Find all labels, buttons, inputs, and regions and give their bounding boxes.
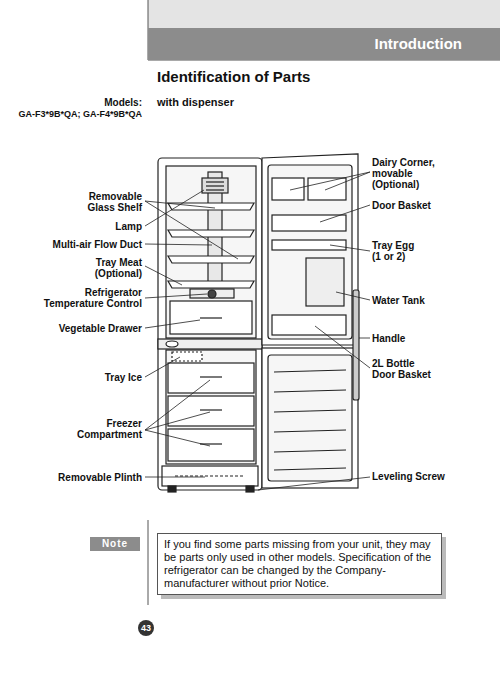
part-label: Removable Glass Shelf: [67, 191, 142, 213]
door-basket: [272, 215, 346, 231]
freezer-door: [262, 348, 358, 488]
door-rib: [274, 370, 346, 372]
leader-line: [145, 430, 210, 446]
part-label: Removable Plinth: [22, 472, 142, 483]
water-tank: [306, 258, 344, 306]
door-rib: [274, 468, 346, 470]
part-label: Lamp: [62, 221, 142, 232]
note-tag: Note: [90, 537, 140, 551]
leader-line: [258, 477, 370, 490]
leader-line: [145, 412, 210, 430]
part-label: Tray Ice: [62, 372, 142, 383]
lamp-grille: [206, 181, 224, 182]
indicator: [166, 341, 178, 347]
model-text: GA-F3*9B*QA; GA-F4*9B*QA: [2, 109, 142, 120]
vegetable-drawer: [170, 301, 252, 334]
part-label: 2L Bottle Door Basket: [372, 358, 436, 380]
part-label: Refrigerator Temperature Control: [24, 287, 142, 309]
model-text: Models:: [42, 97, 142, 108]
lamp: [202, 178, 228, 193]
door-rib: [274, 410, 346, 412]
foot: [246, 486, 254, 492]
freezer-interior: [166, 350, 256, 464]
handle: [353, 290, 359, 400]
section-heading: Introduction: [375, 35, 462, 52]
leader-line: [145, 190, 204, 226]
door-rib: [274, 390, 346, 392]
control-panel: [190, 289, 234, 298]
leader-line: [315, 326, 370, 368]
part-label: Multi-air Flow Duct: [12, 239, 142, 250]
freezer-drawer: [168, 396, 254, 426]
plinth-grille: [175, 475, 245, 476]
plinth: [162, 466, 258, 486]
glass-shelf: [168, 230, 254, 237]
page-number: 43: [138, 620, 154, 636]
drawer-handle: [200, 317, 222, 318]
foot: [168, 486, 176, 492]
fridge-interior: [166, 166, 256, 338]
lamp-grille: [206, 185, 224, 186]
note-box: Note If you find some parts missing from …: [90, 533, 450, 603]
note-text: If you find some parts missing from your…: [157, 533, 442, 595]
door-rib: [274, 450, 346, 452]
leader-line: [336, 292, 370, 300]
leader-line: [145, 294, 207, 298]
bottle-basket: [272, 315, 346, 335]
part-label: Door Basket: [372, 200, 472, 211]
leader-line: [145, 357, 180, 377]
part-label: Leveling Screw: [372, 471, 482, 482]
ice-tray: [172, 352, 202, 361]
header-band-light: [148, 0, 500, 28]
leader-line: [145, 244, 212, 245]
part-label: Tray Meat (Optional): [86, 257, 142, 279]
divider: [158, 339, 262, 349]
header-band: Introduction: [148, 28, 500, 60]
freezer-drawer: [168, 363, 254, 393]
leader-line: [330, 245, 370, 251]
leader-line: [145, 266, 182, 285]
door-rib: [274, 430, 346, 432]
part-label: Handle: [372, 333, 472, 344]
drawer-handle: [200, 376, 222, 377]
freezer-drawer: [168, 429, 254, 461]
door-liner: [268, 165, 352, 339]
door-liner: [268, 355, 352, 481]
part-label: Tray Egg (1 or 2): [372, 240, 422, 262]
dairy-corner: [272, 178, 304, 200]
part-label: Water Tank: [372, 295, 472, 306]
temperature-knob: [208, 290, 216, 298]
page-title: Identification of Parts: [157, 68, 310, 85]
leader-line: [145, 477, 205, 478]
model-text: with dispenser: [157, 97, 307, 108]
leader-line: [145, 380, 210, 430]
glass-shelf: [168, 256, 254, 263]
leader-line: [320, 205, 370, 222]
drawer-handle: [200, 409, 222, 410]
egg-tray: [272, 240, 346, 250]
part-label: Dairy Corner, movable (Optional): [372, 157, 450, 190]
part-label: Vegetable Drawer: [32, 323, 142, 334]
part-label: Freezer Compartment: [62, 418, 142, 440]
lamp-grille: [206, 189, 224, 190]
leader-line: [359, 338, 370, 339]
leader-line: [145, 201, 238, 259]
page-number-text: 43: [138, 620, 154, 636]
note-rule: [148, 520, 149, 605]
leader-line: [145, 320, 200, 328]
leader-line: [290, 172, 370, 190]
